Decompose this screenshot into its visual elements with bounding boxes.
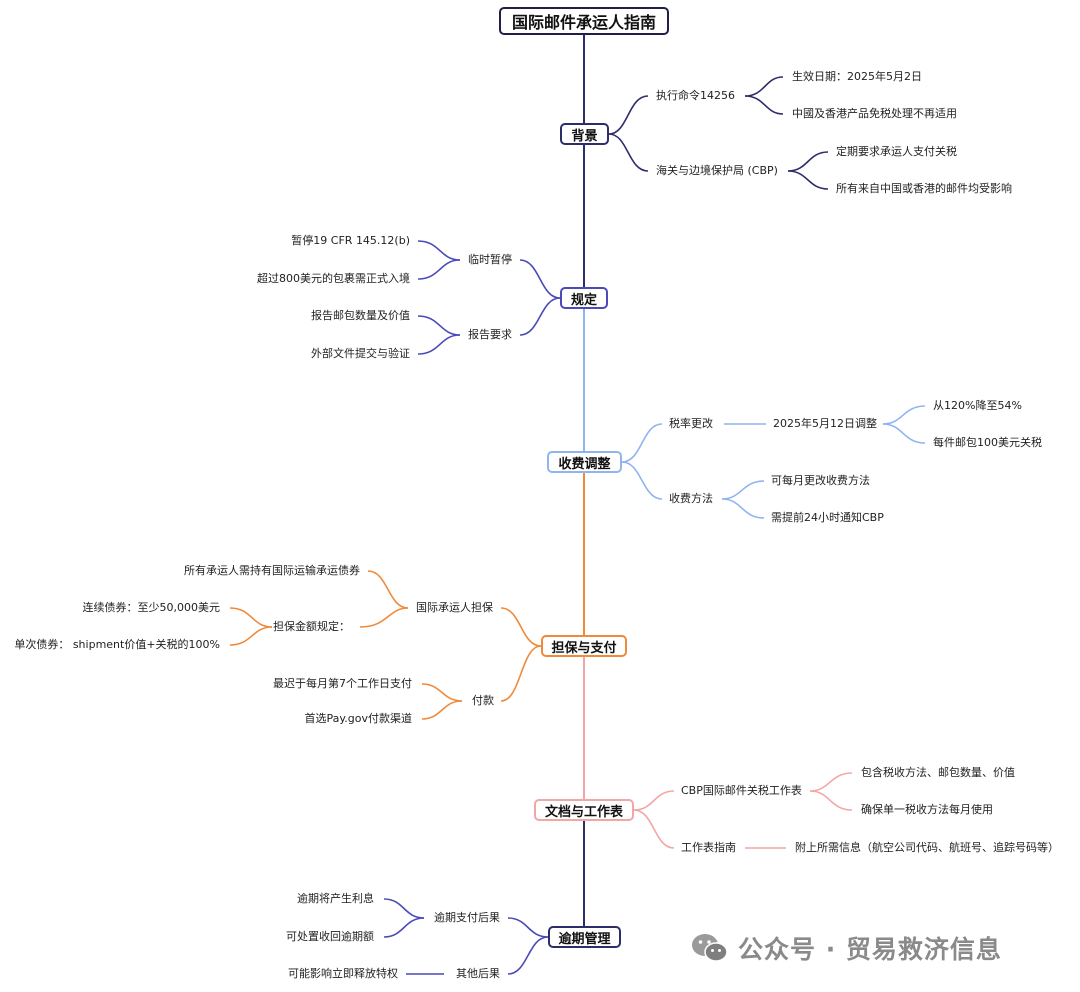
node-rate-drop: 从120%降至54% <box>933 399 1022 412</box>
node-suspension: 临时暂停 <box>468 253 512 266</box>
node-other: 其他后果 <box>456 967 500 980</box>
docs-connectors <box>633 772 853 849</box>
node-all-carriers: 所有承运人需持有国际运输承运债券 <box>184 564 360 577</box>
node-single-bond: 单次债券： shipment价值+关税的100% <box>14 638 220 651</box>
branch-bond-payment: 担保与支付 <box>541 635 627 657</box>
node-attach: 附上所需信息（航空公司代码、航班号、追踪号码等） <box>795 841 1059 854</box>
background-connectors <box>608 76 829 190</box>
watermark: 公众号 · 贸易救济信息 <box>690 928 1002 968</box>
node-suspend-cfr: 暂停19 CFR 145.12(b) <box>291 234 410 247</box>
branch-background: 背景 <box>560 123 609 145</box>
node-paygov: 首选Pay.gov付款渠道 <box>304 712 412 725</box>
node-per-parcel: 每件邮包100美元关税 <box>933 436 1042 449</box>
fee-connectors <box>621 405 926 519</box>
branch-fee-adjustment: 收费调整 <box>547 451 622 473</box>
node-deadline: 最迟于每月第7个工作日支付 <box>273 677 412 690</box>
node-reporting: 报告要求 <box>468 328 512 341</box>
node-interest: 逾期将产生利息 <box>297 892 374 905</box>
branch-docs: 文档与工作表 <box>534 799 634 821</box>
node-privilege: 可能影响立即释放特权 <box>288 967 398 980</box>
watermark-text: 公众号 · 贸易救济信息 <box>738 935 1002 964</box>
node-consequences: 逾期支付后果 <box>434 911 500 924</box>
node-external-docs: 外部文件提交与验证 <box>311 347 410 360</box>
regulations-connectors <box>417 240 561 355</box>
node-eo-exemption: 中國及香港产品免税处理不再适用 <box>792 107 957 120</box>
node-guide: 工作表指南 <box>681 841 736 854</box>
overdue-connectors <box>383 898 549 975</box>
node-eo-effective: 生效日期：2025年5月2日 <box>792 70 922 83</box>
node-report-qty: 报告邮包数量及价值 <box>311 309 410 322</box>
node-continuous-bond: 连续债券：至少50,000美元 <box>82 601 221 614</box>
node-includes: 包含税收方法、邮包数量、价值 <box>861 766 1015 779</box>
node-eo: 执行命令14256 <box>656 89 735 102</box>
root-title: 国际邮件承运人指南 <box>499 7 669 35</box>
node-notify-24h: 需提前24小时通知CBP <box>771 511 884 524</box>
node-adjust-date: 2025年5月12日调整 <box>773 417 877 430</box>
node-cbp: 海关与边境保护局 (CBP) <box>656 164 778 177</box>
branch-regulations: 规定 <box>560 287 608 309</box>
node-bond-amount: 担保金额规定： <box>273 620 350 633</box>
node-monthly-change: 可每月更改收费方法 <box>771 474 870 487</box>
node-cbp-affected: 所有来自中国或香港的邮件均受影响 <box>836 182 1012 195</box>
node-over-800: 超过800美元的包裹需正式入境 <box>257 272 410 285</box>
node-single-method: 确保单一税收方法每月使用 <box>861 803 993 816</box>
node-recover: 可处置收回逾期额 <box>286 930 374 943</box>
node-payment: 付款 <box>472 694 494 707</box>
node-carrier-bond: 国际承运人担保 <box>416 601 493 614</box>
node-rate-change: 税率更改 <box>669 417 713 430</box>
bond-connectors <box>229 570 542 720</box>
branch-overdue: 逾期管理 <box>548 926 621 948</box>
node-worksheet: CBP国际邮件关税工作表 <box>681 784 802 797</box>
wechat-icon <box>692 934 728 962</box>
node-fee-method: 收费方法 <box>669 492 713 505</box>
node-cbp-duty: 定期要求承运人支付关税 <box>836 145 957 158</box>
